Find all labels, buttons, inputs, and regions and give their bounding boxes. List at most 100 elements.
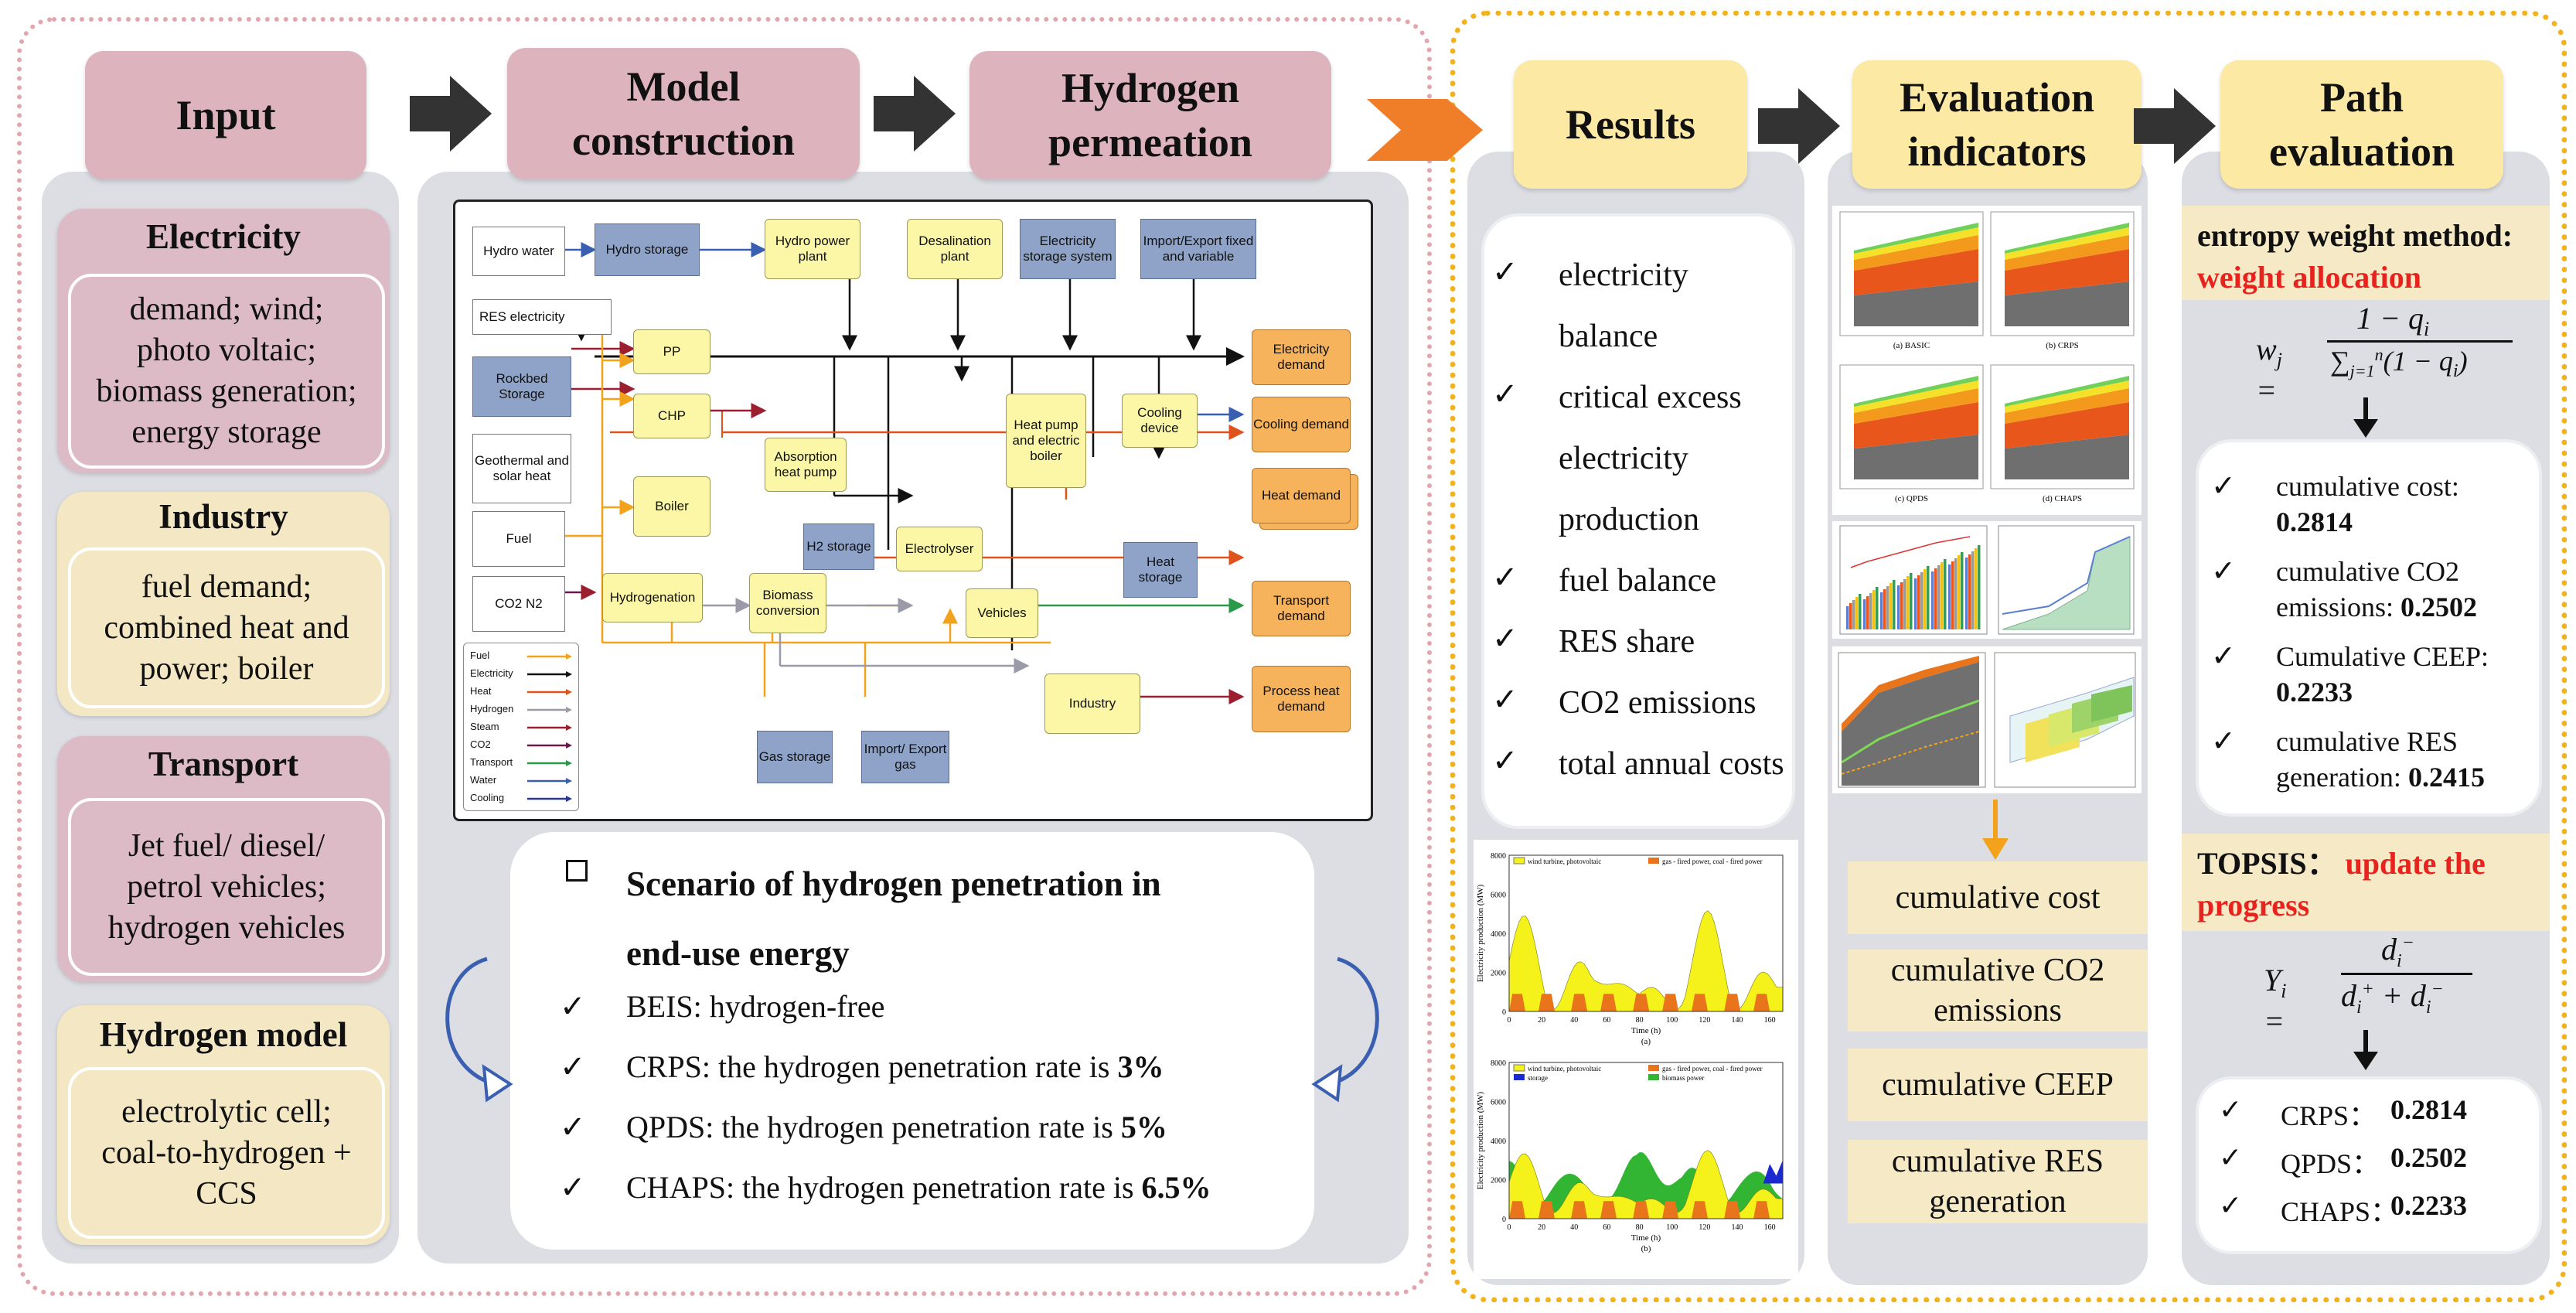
mini-bar	[1852, 600, 1855, 629]
legend-line	[527, 725, 572, 731]
legend-line	[527, 742, 572, 749]
legend-line	[527, 778, 572, 784]
time-series-plot: Electricity production (MW)0200040006000…	[1476, 852, 1784, 1046]
score-value: 0.2814	[2390, 1094, 2467, 1125]
y-tick-label: 8000	[1491, 1059, 1506, 1068]
weight-value: 0.2233	[2276, 677, 2353, 708]
weight-item: cumulative RES generation: 0.2415	[2276, 724, 2508, 795]
node-heat-pump-boiler: Heat pump and electric boiler	[1006, 394, 1086, 488]
legend-text: storage	[1528, 1074, 1548, 1082]
x-tick-label: 20	[1538, 1223, 1545, 1232]
legend-line	[527, 707, 572, 713]
mini-bar	[1906, 576, 1910, 629]
check-icon: ✓	[1492, 254, 1518, 289]
time-series-plot: Electricity production (MW)0200040006000…	[1476, 1059, 1784, 1253]
node-gas-storage: Gas storage	[757, 731, 833, 783]
scenario-title: Scenario of hydrogen penetration in end-…	[626, 849, 1161, 988]
thumb-caption: (d) CHAPS	[2043, 494, 2082, 503]
topsis-label: TOPSIS： update the progress	[2197, 843, 2486, 926]
mini-bar	[1889, 583, 1893, 629]
bar-line-thumbnails	[1832, 521, 2142, 639]
weight-label: cumulative CO2 emissions:	[2276, 556, 2459, 622]
mini-bar	[1855, 597, 1859, 629]
node-import-export: Import/Export fixed and variable	[1140, 219, 1256, 279]
entropy-line-red: weight allocation	[2197, 260, 2421, 295]
scenario-item-text: CHAPS: the hydrogen penetration rate is	[626, 1170, 1142, 1205]
thumb-layer	[2005, 235, 2129, 271]
result-item: CO2 emissions	[1559, 685, 1757, 721]
node-co2-n2: CO2 N2	[472, 576, 565, 632]
area-3d-thumbnails-svg	[1838, 652, 2136, 788]
mini-bar	[1846, 606, 1849, 629]
legend-label: Fuel	[470, 650, 490, 661]
check-icon: ✓	[2211, 725, 2236, 758]
node-hydro-water: Hydro water	[472, 227, 565, 276]
result-item: total annual costs	[1559, 746, 1784, 782]
curved-arrow-left-icon	[445, 957, 513, 1103]
node-h2-storage: H2 storage	[803, 523, 874, 570]
legend-label: Cooling	[470, 792, 505, 803]
plot-caption: (b)	[1641, 1244, 1651, 1253]
y-tick-label: 4000	[1491, 1137, 1506, 1146]
x-tick-label: 60	[1603, 1016, 1610, 1025]
mini-bar	[1961, 552, 1964, 629]
x-tick-label: 80	[1636, 1016, 1644, 1025]
node-hydro-storage: Hydro storage	[595, 223, 700, 276]
legend-text: wind turbine, photovoltaic	[1528, 858, 1601, 865]
stacked-area-thumb: (c) QPDS	[1839, 364, 1984, 503]
input-card-body: electrolytic cell; coal-to-hydrogen + CC…	[68, 1067, 385, 1239]
scenario-title-line: end-use energy	[626, 934, 850, 973]
thumb-layer	[2005, 227, 2129, 260]
input-card-title: Industry	[158, 497, 288, 536]
x-tick-label: 160	[1764, 1016, 1776, 1025]
node-geothermal: Geothermal and solar heat	[472, 434, 571, 503]
score-value: 0.2502	[2390, 1142, 2467, 1173]
node-heat-storage: Heat storage	[1123, 542, 1198, 598]
x-tick-label: 60	[1603, 1223, 1610, 1232]
arrow-down-black-icon	[2353, 397, 2378, 438]
scenario-item-text: CRPS: the hydrogen penetration rate is	[626, 1049, 1118, 1084]
legend-swatch	[1513, 857, 1525, 865]
thumb-layer	[1854, 249, 1978, 295]
check-icon: ✓	[2211, 640, 2236, 673]
score-label: CHAPS：	[2281, 1196, 2399, 1227]
weight-item: cumulative cost: 0.2814	[2276, 469, 2508, 540]
mini-bar	[1920, 572, 1923, 629]
thumb-caption: (c) QPDS	[1895, 494, 1928, 503]
node-import-export-gas: Import/ Export gas	[861, 731, 949, 783]
node-chp: CHP	[633, 394, 710, 438]
weight-value: 0.2502	[2401, 592, 2478, 622]
node-res-electricity: RES electricity	[472, 299, 612, 335]
node-industry: Industry	[1044, 674, 1140, 734]
node-electricity-demand: Electricity demand	[1252, 329, 1351, 385]
mini-bar	[1859, 594, 1862, 629]
input-line: electrolytic cell;	[121, 1093, 332, 1130]
legend-text: gas - fired power, coal - fired power	[1662, 1065, 1763, 1073]
y-tick-label: 2000	[1491, 970, 1506, 978]
thumb-layer	[1854, 376, 1978, 407]
node-process-heat-demand: Process heat demand	[1252, 666, 1351, 732]
mini-bar	[1944, 559, 1947, 629]
y-axis-label: Electricity production (MW)	[1476, 884, 1485, 982]
mini-bar	[1917, 575, 1920, 629]
x-tick-label: 120	[1699, 1223, 1710, 1232]
input-line: combined heat and	[104, 609, 349, 646]
node-hydro-power-plant: Hydro power plant	[765, 219, 860, 279]
input-card-hydrogen-model: Hydrogen model electrolytic cell; coal-t…	[57, 1005, 390, 1245]
y-tick-label: 6000	[1491, 892, 1506, 900]
node-electrolyser: Electrolyser	[896, 527, 983, 571]
node-boiler: Boiler	[633, 476, 710, 537]
legend-text: gas - fired power, coal - fired power	[1662, 858, 1763, 865]
mini-bar	[1927, 566, 1930, 629]
weight-value: 0.2814	[2276, 506, 2353, 537]
check-icon: ✓	[2219, 1142, 2243, 1173]
check-icon: ✓	[560, 1049, 586, 1084]
mini-bar	[1934, 568, 1937, 629]
legend-swatch	[1648, 1074, 1659, 1080]
node-rockbed-storage: Rockbed Storage	[472, 356, 571, 417]
left-section-frame	[17, 17, 1432, 1296]
stacked-area-thumbnails: (a) BASIC(b) CRPS(c) QPDS(d) CHAPS	[1832, 206, 2142, 515]
